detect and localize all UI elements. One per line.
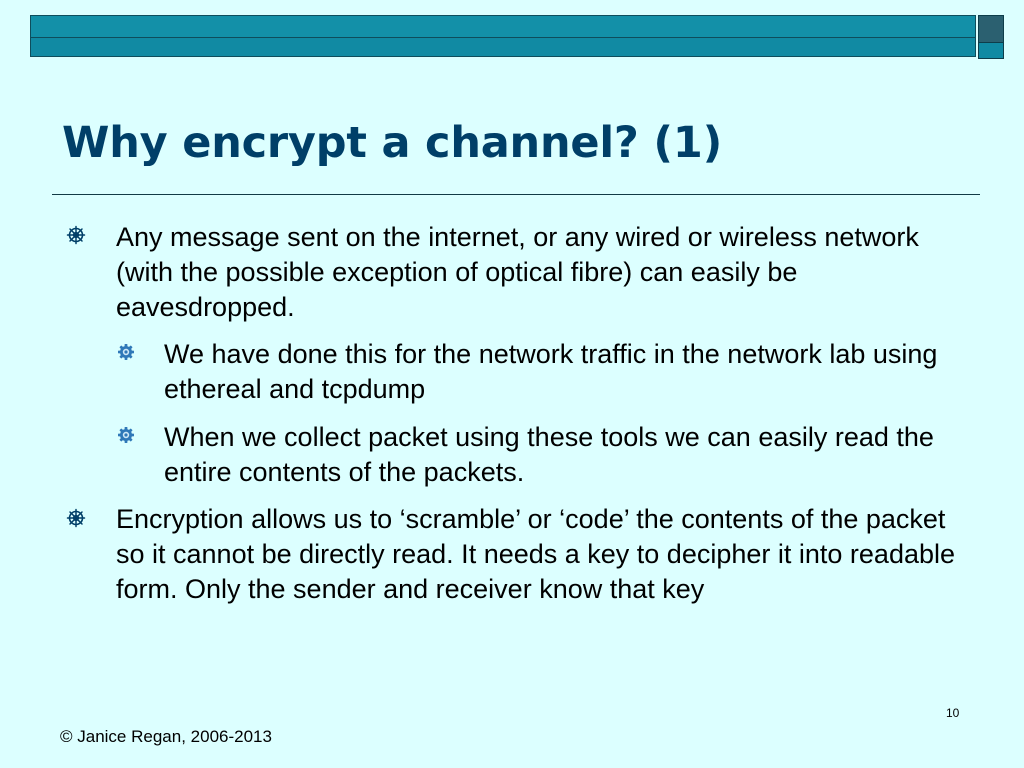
header-band <box>30 15 976 59</box>
bullet-item: Any message sent on the internet, or any… <box>116 220 976 325</box>
wheel-icon <box>66 508 86 528</box>
bullet-item: Encryption allows us to ‘scramble’ or ‘c… <box>116 502 976 607</box>
bullet-text: Any message sent on the internet, or any… <box>116 222 919 322</box>
wheel-icon <box>66 225 86 245</box>
slide-title: Why encrypt a channel? (1) <box>62 118 723 168</box>
bullet-text: Encryption allows us to ‘scramble’ or ‘c… <box>116 504 956 604</box>
sub-bullet-text: When we collect packet using these tools… <box>164 422 934 487</box>
page-number: 10 <box>946 706 960 720</box>
title-divider <box>52 194 980 195</box>
corner-block-bottom <box>978 42 1004 59</box>
header-band-upper <box>30 15 976 38</box>
copyright-footer: © Janice Regan, 2006-2013 <box>60 727 272 746</box>
sub-bullet-text: We have done this for the network traffi… <box>164 339 938 404</box>
gear-icon <box>117 343 135 361</box>
sub-bullet-item: When we collect packet using these tools… <box>164 420 974 490</box>
gear-icon <box>117 426 135 444</box>
sub-bullet-item: We have done this for the network traffi… <box>164 337 974 407</box>
